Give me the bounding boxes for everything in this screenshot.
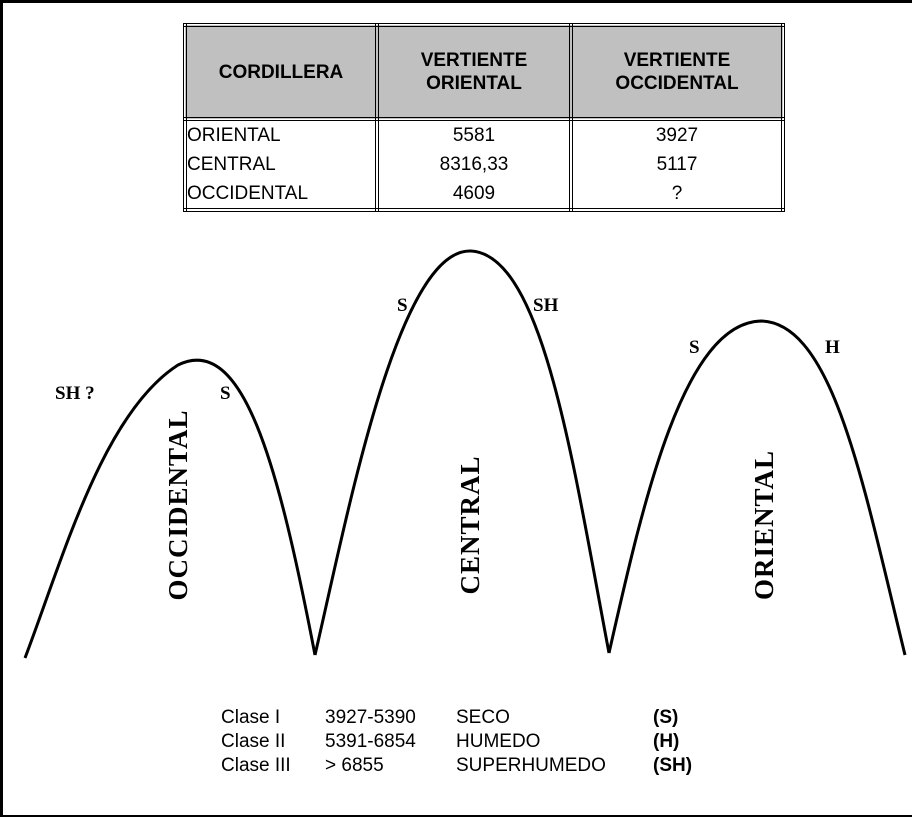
occidental-west-label: SH ?	[55, 383, 95, 404]
mountain-oriental-outline	[607, 319, 907, 656]
table-row: ORIENTAL 5581 3927	[183, 119, 785, 150]
mountain-profile-diagram: SH ? S S SH S H OCCIDENTAL CENTRAL ORIEN…	[23, 249, 907, 659]
legend-range: 5391-6854	[325, 731, 416, 752]
precipitation-table: CORDILLERA VERTIENTE ORIENTAL VERTIENTE …	[183, 23, 785, 212]
row-value-oriental: 4609	[375, 179, 573, 212]
occidental-east-label: S	[220, 383, 231, 404]
legend-code: (H)	[653, 731, 680, 752]
row-value-occidental: ?	[569, 179, 785, 212]
row-value-occidental: 5117	[569, 150, 785, 179]
mountain-occidental-outline	[23, 358, 317, 659]
oriental-range-name: ORIENTAL	[749, 450, 779, 600]
row-value-oriental: 8316,33	[375, 150, 573, 179]
header-cordillera: CORDILLERA	[183, 23, 379, 121]
legend-label: HUMEDO	[456, 731, 541, 752]
row-value-oriental: 5581	[375, 119, 573, 150]
legend-range: 3927-5390	[325, 707, 416, 728]
occidental-range-name: OCCIDENTAL	[163, 409, 193, 600]
central-range-name: CENTRAL	[455, 455, 485, 594]
legend-label: SUPERHUMEDO	[456, 755, 606, 776]
header-vertiente-occidental: VERTIENTE OCCIDENTAL	[569, 23, 785, 121]
legend-class: Clase I	[221, 707, 281, 728]
oriental-east-label: H	[825, 337, 840, 358]
legend-class: Clase II	[221, 731, 286, 752]
row-name: CENTRAL	[183, 150, 379, 179]
legend-range: > 6855	[325, 755, 384, 776]
row-value-occidental: 3927	[569, 119, 785, 150]
row-name: ORIENTAL	[183, 119, 379, 150]
legend-code: (SH)	[653, 755, 693, 776]
legend-code: (S)	[653, 707, 679, 728]
table-row: OCCIDENTAL 4609 ?	[183, 179, 785, 212]
row-name: OCCIDENTAL	[183, 179, 379, 212]
oriental-west-label: S	[689, 337, 700, 358]
central-east-label: SH	[533, 295, 559, 316]
header-vertiente-oriental: VERTIENTE ORIENTAL	[375, 23, 573, 121]
legend-label: SECO	[456, 707, 510, 728]
central-west-label: S	[397, 295, 408, 316]
table-header-row: CORDILLERA VERTIENTE ORIENTAL VERTIENTE …	[183, 23, 785, 121]
table-row: CENTRAL 8316,33 5117	[183, 150, 785, 179]
legend-class: Clase III	[221, 755, 291, 776]
mountain-central-outline	[313, 249, 611, 656]
